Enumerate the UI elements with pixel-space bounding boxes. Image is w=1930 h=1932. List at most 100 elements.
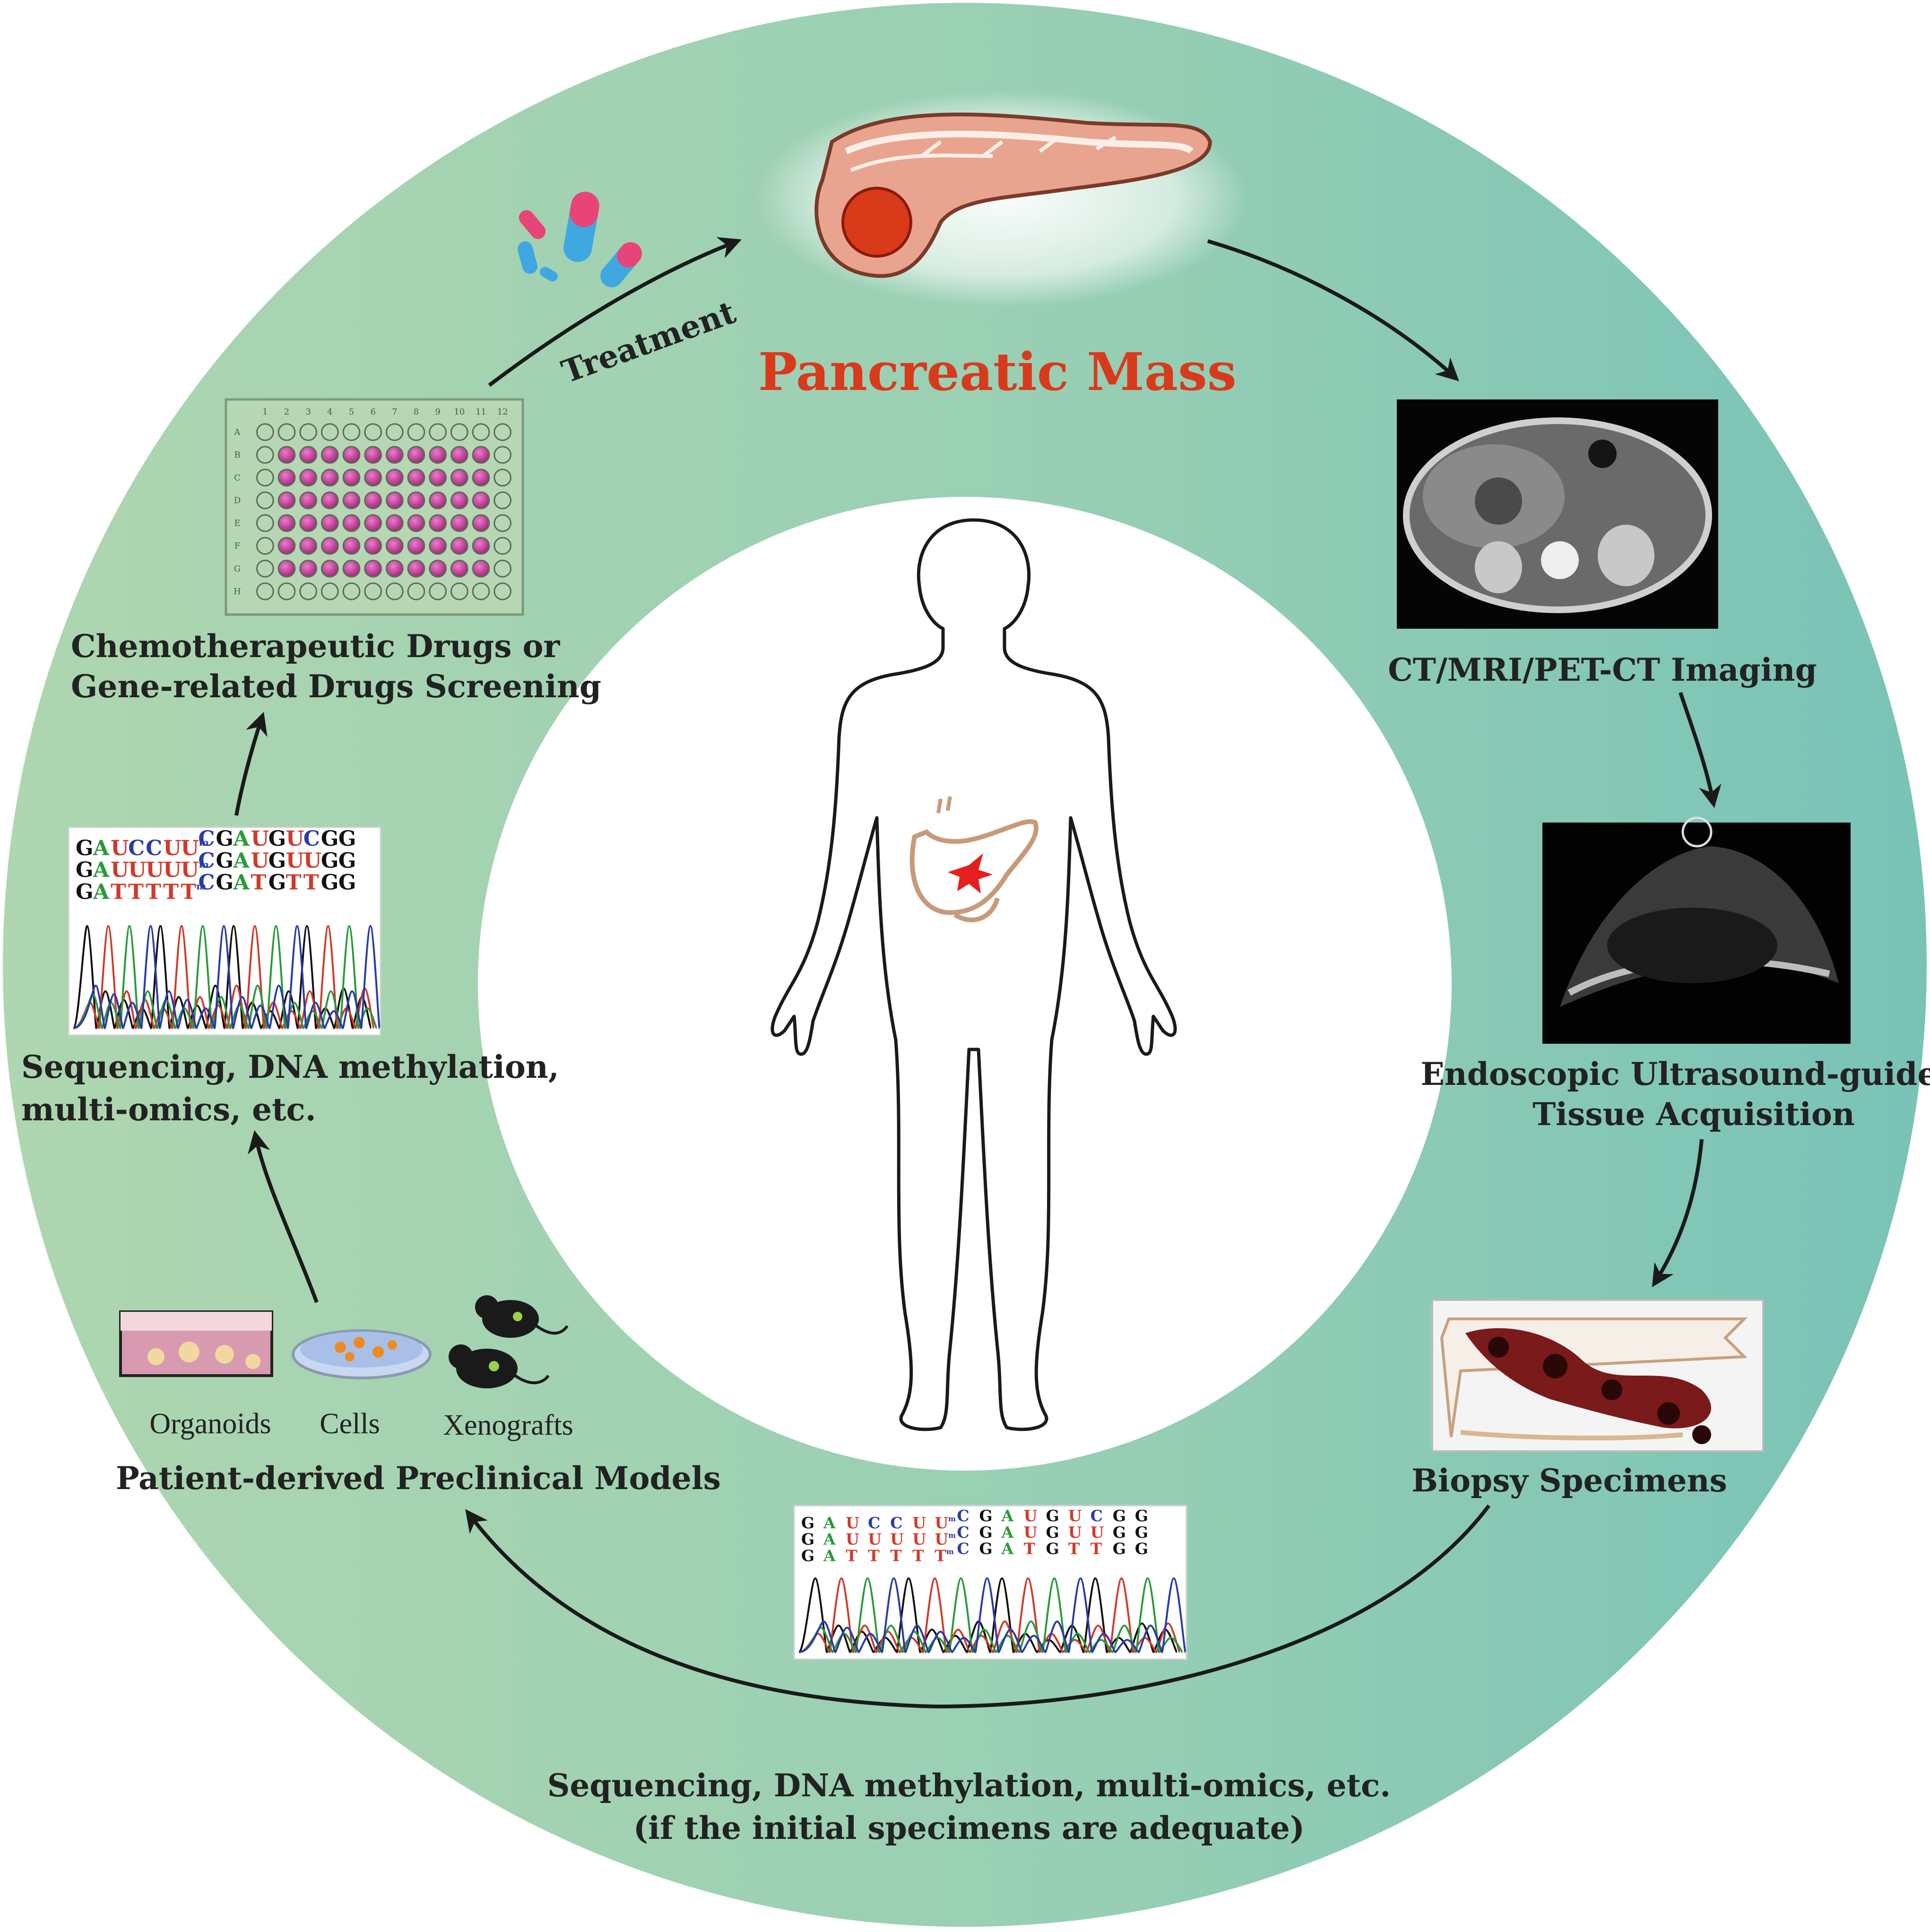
plate-well	[472, 468, 490, 487]
plate-well	[364, 468, 382, 487]
plate-well	[299, 559, 318, 578]
plate-well	[429, 446, 447, 464]
plate-well	[493, 514, 512, 532]
arrow-to-screening	[234, 711, 268, 816]
biopsy-label: Biopsy Specimens	[1411, 1462, 1727, 1499]
plate-well	[493, 559, 512, 578]
plate-well	[256, 446, 274, 464]
plate-well	[407, 582, 425, 600]
plate-well	[450, 468, 468, 487]
plate-well	[450, 514, 468, 532]
plate-well	[429, 559, 447, 578]
plate-well	[472, 582, 490, 600]
plate-well	[256, 423, 274, 441]
mouse-xenograft-icon	[449, 1295, 569, 1388]
plate-well	[277, 468, 296, 487]
cell-culture-dish-icon	[292, 1329, 432, 1379]
plate-well	[450, 582, 468, 600]
chromatogram-trace	[73, 925, 381, 1030]
plate-well	[320, 514, 339, 532]
plate-column-label: 10	[454, 407, 465, 417]
plate-well	[320, 537, 339, 555]
plate-row-label: H	[234, 587, 241, 597]
plate-well	[277, 537, 296, 555]
plate-well	[385, 559, 404, 578]
tumor-icon	[841, 187, 912, 258]
chromatogram-trace	[73, 925, 375, 1030]
plate-well	[407, 559, 425, 578]
plate-well	[256, 559, 274, 578]
bottom-sequencing-line1: Sequencing, DNA methylation, multi-omics…	[547, 1767, 1391, 1804]
plate-column-label: 6	[370, 407, 375, 417]
plate-well	[299, 537, 318, 555]
plate-column-label: 1	[262, 407, 268, 417]
plate-well	[299, 423, 318, 441]
plate-well	[493, 537, 512, 555]
plate-well	[450, 446, 468, 464]
plate-well	[256, 468, 274, 487]
plate-well	[385, 491, 404, 510]
organoid-dish-icon	[119, 1310, 273, 1377]
plate-well	[320, 446, 339, 464]
imaging-label: CT/MRI/PET-CT Imaging	[1388, 651, 1817, 688]
plate-well	[385, 514, 404, 532]
pancreas-in-body-icon	[909, 796, 1039, 922]
plate-well	[493, 468, 512, 487]
plate-column-label: 4	[327, 407, 332, 417]
plate-well	[364, 514, 382, 532]
plate-well	[364, 423, 382, 441]
human-body-outline	[770, 518, 1177, 1431]
plate-well	[320, 491, 339, 510]
plate-column-label: 11	[476, 407, 486, 417]
plate-well	[385, 537, 404, 555]
plate-well	[320, 468, 339, 487]
plate-row-label: F	[234, 541, 241, 551]
sequence-row: GATTTTTmCGATGTTGG	[76, 871, 356, 904]
plate-column-label: 3	[305, 407, 311, 417]
plate-well	[342, 582, 361, 600]
plate-well	[320, 559, 339, 578]
arrow-to-biopsy	[1652, 1139, 1704, 1288]
plate-well	[450, 423, 468, 441]
plate-well	[450, 537, 468, 555]
sequencing-label-line1: Sequencing, DNA methylation,	[21, 1048, 559, 1085]
plate-well	[277, 446, 296, 464]
plate-well	[342, 559, 361, 578]
screening-label-line2: Gene-related Drugs Screening	[71, 668, 601, 705]
organoids-label: Organoids	[149, 1408, 271, 1440]
plate-well	[493, 423, 512, 441]
plate-well	[407, 446, 425, 464]
plate-well	[364, 491, 382, 510]
plate-well	[342, 423, 361, 441]
plate-row-label: C	[234, 473, 241, 483]
sequence-row: GAUUUUUmCGAUGUUGG	[76, 849, 356, 882]
plate-well	[299, 514, 318, 532]
treatment-arrow	[488, 237, 742, 387]
chromatogram-trace	[72, 925, 372, 1030]
plate-well	[320, 582, 339, 600]
plate-well	[385, 582, 404, 600]
plate-column-label: 2	[284, 407, 289, 417]
plate-well	[299, 446, 318, 464]
plate-well	[256, 537, 274, 555]
plate-well	[429, 491, 447, 510]
plate-well	[299, 491, 318, 510]
plate-well	[364, 582, 382, 600]
plate-row-label: B	[234, 450, 240, 460]
plate-row-label: G	[234, 564, 241, 574]
plate-well	[299, 468, 318, 487]
plate-row-label: A	[234, 427, 241, 437]
plate-well	[472, 491, 490, 510]
plate-well	[407, 468, 425, 487]
eus-label-line2: Tissue Acquisition	[1532, 1096, 1855, 1133]
biopsy-image	[1431, 1299, 1764, 1452]
plate-well	[429, 514, 447, 532]
arrow-to-imaging	[1207, 239, 1460, 381]
plate-well	[493, 491, 512, 510]
plate-well	[450, 491, 468, 510]
sequencing-label-line2: multi-omics, etc.	[21, 1091, 316, 1128]
